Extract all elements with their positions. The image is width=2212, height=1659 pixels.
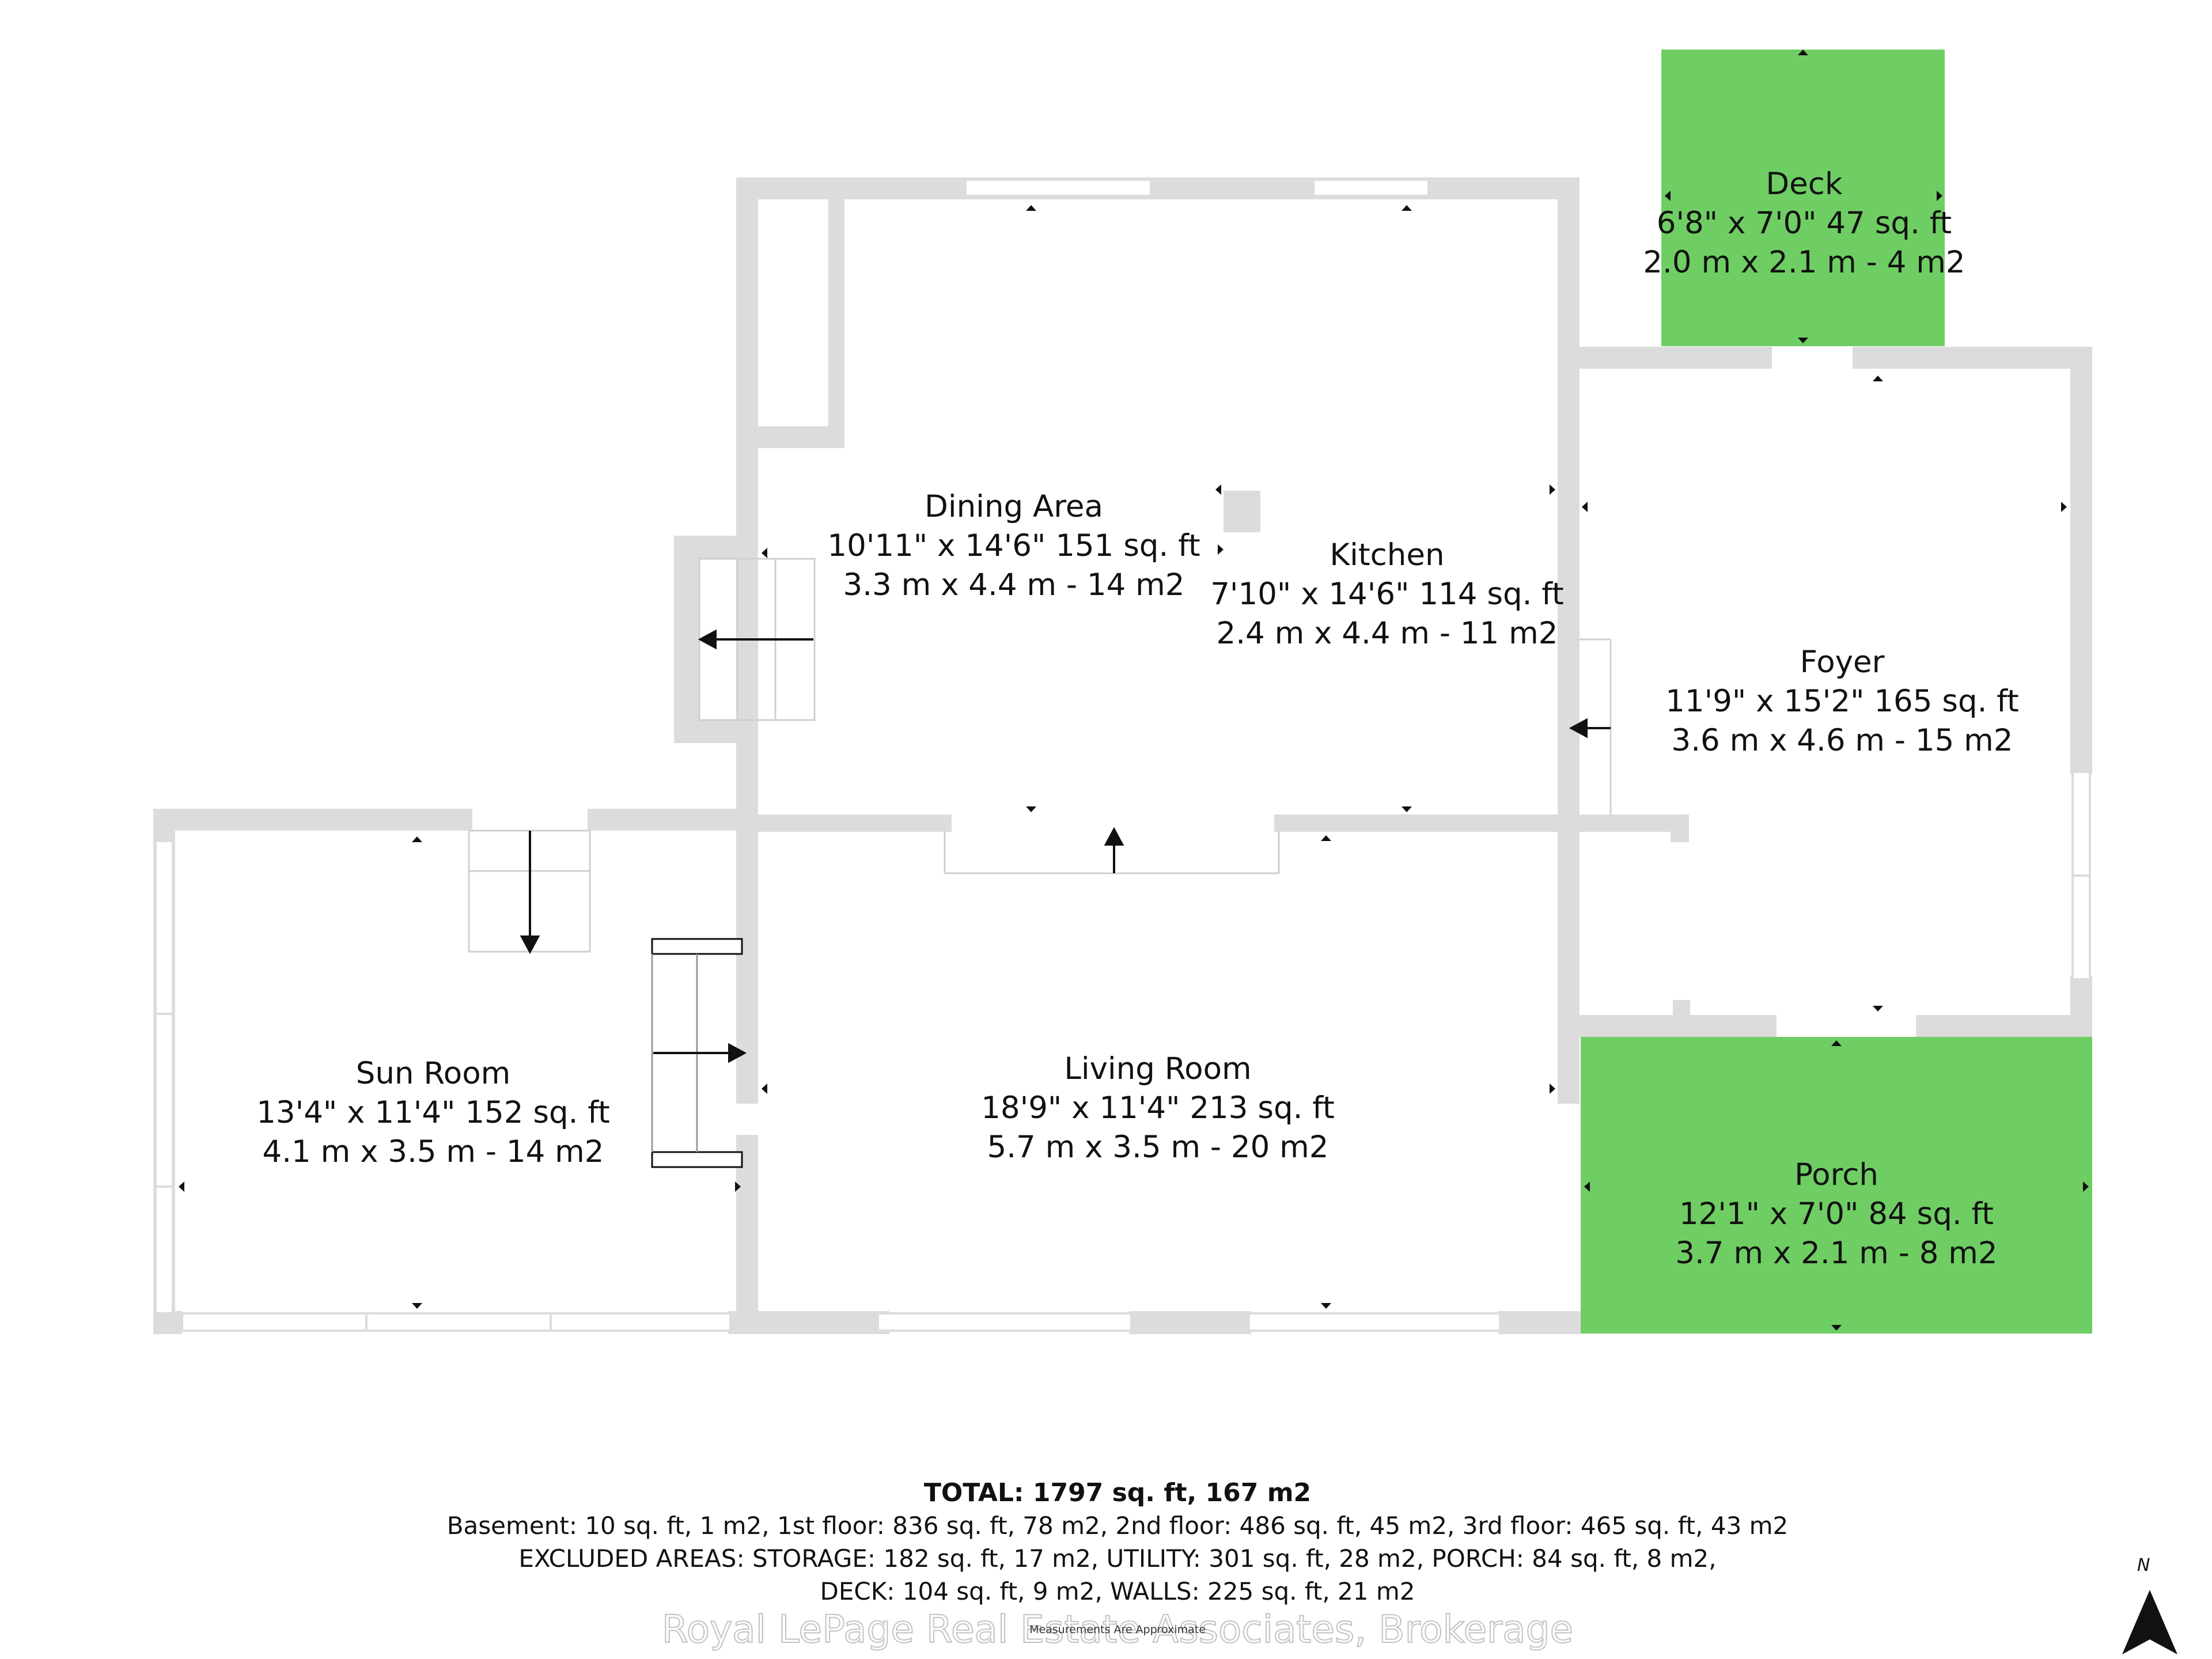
- excluded-areas: EXCLUDED AREAS: STORAGE: 182 sq. ft, 17 …: [518, 1544, 1717, 1573]
- room-imperial: 12'1" x 7'0" 84 sq. ft: [1679, 1196, 1994, 1232]
- dimension-markers: [179, 50, 2089, 1331]
- room-label-deck: Deck 6'8" x 7'0" 47 sq. ft 2.0 m x 2.1 m…: [1643, 165, 1965, 282]
- compass-arrow: [2122, 1590, 2177, 1654]
- room-name: Dining Area: [925, 489, 1103, 524]
- room-metric: 5.7 m x 3.5 m - 20 m2: [987, 1130, 1329, 1165]
- room-label-porch: Porch 12'1" x 7'0" 84 sq. ft 3.7 m x 2.1…: [1675, 1156, 1997, 1273]
- kitchen-pillar: [1224, 491, 1260, 532]
- room-metric: 2.4 m x 4.4 m - 11 m2: [1216, 616, 1558, 651]
- room-metric: 3.7 m x 2.1 m - 8 m2: [1675, 1236, 1998, 1271]
- north-label: N: [2137, 1555, 2150, 1575]
- room-imperial: 10'11" x 14'6" 151 sq. ft: [827, 528, 1200, 563]
- room-name: Porch: [1794, 1157, 1878, 1192]
- room-imperial: 6'8" x 7'0" 47 sq. ft: [1656, 206, 1952, 241]
- excluded-areas-continued: DECK: 104 sq. ft, 9 m2, WALLS: 225 sq. f…: [820, 1577, 1415, 1605]
- room-name: Living Room: [1064, 1051, 1252, 1086]
- total-area: TOTAL: 1797 sq. ft, 167 m2: [923, 1478, 1312, 1508]
- room-name: Sun Room: [355, 1056, 511, 1091]
- room-name: Deck: [1766, 166, 1843, 202]
- room-label-dining: Dining Area 10'11" x 14'6" 151 sq. ft 3.…: [827, 487, 1200, 605]
- windows: [154, 179, 2091, 1332]
- room-label-sunroom: Sun Room 13'4" x 11'4" 152 sq. ft 4.1 m …: [256, 1054, 610, 1172]
- floor-breakdown: Basement: 10 sq. ft, 1 m2, 1st floor: 83…: [446, 1512, 1789, 1540]
- room-imperial: 13'4" x 11'4" 152 sq. ft: [256, 1095, 610, 1130]
- deck-area: [1661, 50, 1945, 346]
- room-label-living: Living Room 18'9" x 11'4" 213 sq. ft 5.7…: [981, 1050, 1335, 1167]
- porch-area: [1581, 1037, 2092, 1334]
- room-imperial: 7'10" x 14'6" 114 sq. ft: [1210, 577, 1564, 612]
- room-imperial: 18'9" x 11'4" 213 sq. ft: [981, 1090, 1335, 1126]
- room-metric: 3.3 m x 4.4 m - 14 m2: [843, 567, 1185, 603]
- room-label-kitchen: Kitchen 7'10" x 14'6" 114 sq. ft 2.4 m x…: [1210, 536, 1564, 653]
- brokerage-watermark: Royal LePage Real Estate Associates, Bro…: [661, 1607, 1574, 1652]
- room-metric: 4.1 m x 3.5 m - 14 m2: [262, 1134, 604, 1169]
- area-summary: TOTAL: 1797 sq. ft, 167 m2 Basement: 10 …: [447, 1476, 1789, 1608]
- room-imperial: 11'9" x 15'2" 165 sq. ft: [1665, 684, 2019, 719]
- room-metric: 3.6 m x 4.6 m - 15 m2: [1671, 723, 2013, 758]
- room-name: Kitchen: [1330, 537, 1445, 573]
- room-label-foyer: Foyer 11'9" x 15'2" 165 sq. ft 3.6 m x 4…: [1665, 643, 2019, 760]
- measurement-note: Measurements Are Approximate: [1029, 1623, 1206, 1636]
- room-name: Foyer: [1800, 645, 1885, 680]
- room-metric: 2.0 m x 2.1 m - 4 m2: [1643, 245, 1965, 280]
- direction-arrows: [520, 629, 1611, 1063]
